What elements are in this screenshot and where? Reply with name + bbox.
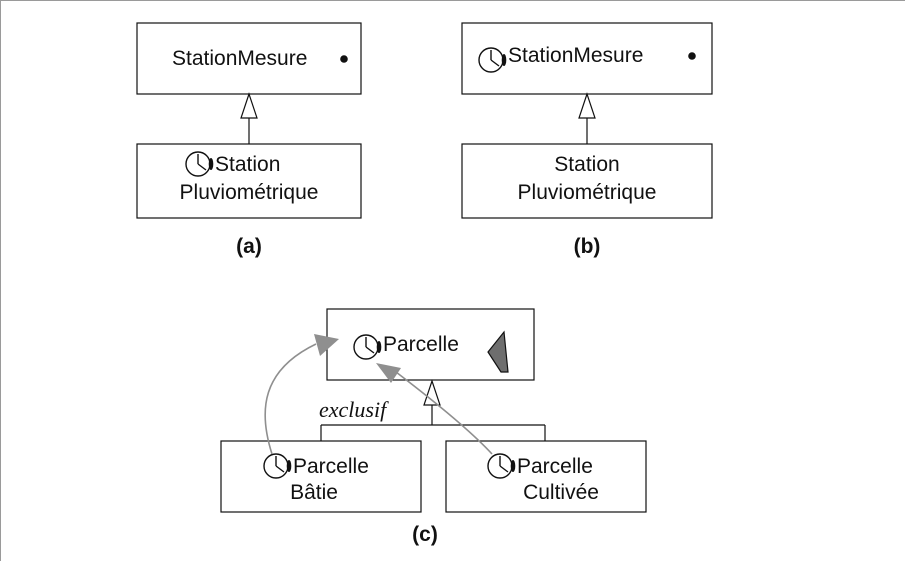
- clock-icon: [263, 453, 292, 479]
- temporal-arrowhead-cultivee: [376, 363, 401, 383]
- dot-icon: [340, 55, 348, 63]
- class-name-parcelle: Parcelle: [383, 333, 459, 356]
- class-box-stationmesure-a[interactable]: [136, 22, 362, 95]
- diagram-c: Parcelle exclusif Parcelle Bâtie Parcell…: [220, 308, 647, 546]
- frame-left-border: [0, 0, 1, 561]
- class-name-station-line1-a: Station: [215, 153, 280, 176]
- class-name-stationmesure-b: StationMesure: [508, 44, 643, 67]
- class-name-cultivee-line2: Cultivée: [523, 481, 599, 504]
- constraint-label: exclusif: [319, 397, 389, 422]
- caption-a: (a): [236, 235, 262, 258]
- class-name-station-line2-a: Pluviométrique: [180, 181, 319, 204]
- caption-b: (b): [574, 235, 601, 258]
- frame-top-border: [0, 0, 905, 1]
- diagram-a: StationMesure Station Pluviométrique (a): [136, 22, 362, 258]
- class-box-parcelle-batie[interactable]: [220, 440, 422, 513]
- clock-icon: [487, 453, 516, 479]
- temporal-arrowhead-batie: [314, 334, 339, 356]
- class-name-batie-line1: Parcelle: [293, 455, 369, 478]
- class-box-stationpluvio-a[interactable]: [136, 143, 362, 219]
- polygon-icon: [487, 330, 509, 373]
- dot-icon: [688, 52, 696, 60]
- inheritance-triangle-b: [578, 92, 596, 119]
- clock-icon: [185, 151, 214, 177]
- class-name-batie-line2: Bâtie: [290, 481, 338, 504]
- inheritance-triangle-a: [240, 92, 258, 119]
- class-name-station-line2-b: Pluviométrique: [518, 181, 657, 204]
- caption-c: (c): [412, 523, 438, 546]
- clock-icon: [478, 47, 507, 73]
- temporal-arrow-batie: [264, 343, 317, 455]
- temporal-arrow-cultivee: [395, 371, 493, 455]
- class-name-stationmesure-a: StationMesure: [172, 47, 307, 70]
- class-box-stationpluvio-b[interactable]: [461, 143, 713, 219]
- inheritance-triangle-c: [423, 379, 441, 406]
- class-name-station-line1-b: Station: [554, 153, 619, 176]
- class-box-parcelle-cultivee[interactable]: [445, 440, 647, 513]
- clock-icon: [353, 334, 382, 360]
- class-name-cultivee-line1: Parcelle: [517, 455, 593, 478]
- diagram-b: StationMesure Station Pluviométrique (b): [461, 22, 713, 258]
